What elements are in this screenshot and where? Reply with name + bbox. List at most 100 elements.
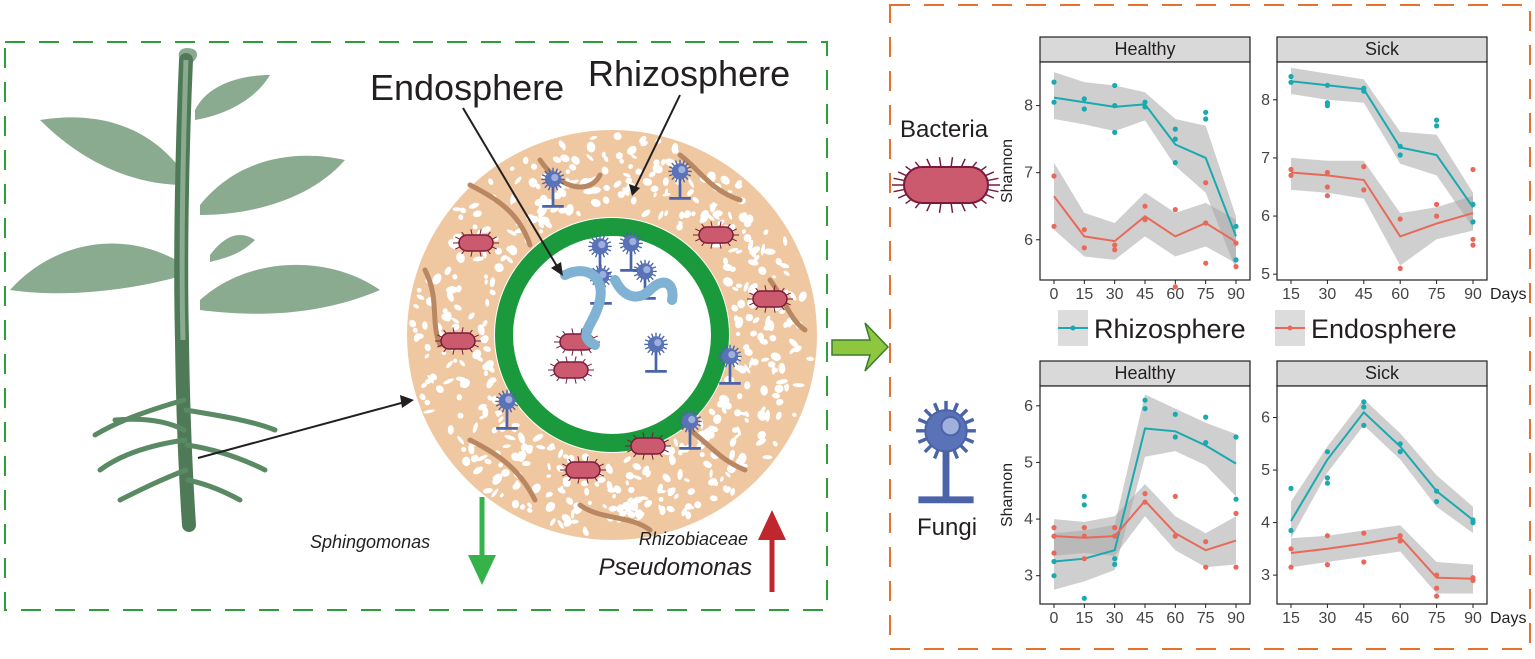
confidence-band-endosphere <box>1054 484 1236 568</box>
data-point-endosphere <box>1397 265 1403 271</box>
data-point-rhizosphere <box>1361 88 1367 94</box>
bacterium-icon-3 <box>435 327 481 355</box>
data-point-rhizosphere <box>1470 219 1476 225</box>
data-point-endosphere <box>1288 172 1294 178</box>
x-tick-label: 75 <box>1197 610 1215 627</box>
x-tick-label: 0 <box>1050 610 1059 627</box>
bacterium-icon <box>892 157 1000 213</box>
taxon-pseudomonas-label: Pseudomonas <box>599 554 752 581</box>
x-tick-label: 45 <box>1136 610 1154 627</box>
data-point-rhizosphere <box>1112 129 1118 135</box>
x-tick-label: 75 <box>1197 286 1215 303</box>
data-point-endosphere <box>1112 525 1118 531</box>
data-point-rhizosphere <box>1288 485 1294 491</box>
x-tick-label: 75 <box>1428 286 1446 303</box>
data-point-endosphere <box>1434 213 1440 219</box>
data-point-rhizosphere <box>1397 449 1403 455</box>
data-point-rhizosphere <box>1051 79 1057 85</box>
data-point-endosphere <box>1051 173 1057 179</box>
data-point-rhizosphere <box>1081 595 1087 601</box>
data-point-endosphere <box>1288 166 1294 173</box>
legend: Rhizosphere Endosphere <box>1058 310 1457 346</box>
x-tick-label: 90 <box>1227 610 1245 627</box>
data-point-endosphere <box>1112 247 1118 253</box>
data-point-endosphere <box>1361 559 1367 565</box>
data-point-endosphere <box>1434 585 1440 591</box>
data-point-rhizosphere <box>1324 480 1330 486</box>
fungus-icon-6 <box>644 332 668 373</box>
panel-header <box>1039 360 1251 387</box>
data-point-rhizosphere <box>1434 499 1440 505</box>
bacterium-icon-6 <box>625 432 671 460</box>
confidence-band-rhizosphere <box>1054 72 1236 270</box>
data-point-endosphere <box>1142 217 1148 223</box>
data-point-rhizosphere <box>1172 160 1178 166</box>
data-point-endosphere <box>1081 227 1087 233</box>
bacterium-icon-5 <box>548 356 594 384</box>
data-point-rhizosphere <box>1397 143 1403 149</box>
data-point-endosphere <box>1288 564 1294 570</box>
data-point-rhizosphere <box>1081 493 1087 499</box>
transition-arrow-icon <box>831 322 890 372</box>
data-point-endosphere <box>1434 201 1440 207</box>
x-tick-label: 45 <box>1355 610 1373 627</box>
y-tick-label: 7 <box>1024 165 1033 182</box>
y-tick-label: 6 <box>1261 208 1270 225</box>
panel-title: Sick <box>1365 39 1400 59</box>
plant-icon <box>10 48 380 532</box>
data-point-rhizosphere <box>1081 96 1087 102</box>
taxon-rhizobiaceae-label: Rhizobiaceae <box>639 529 748 549</box>
data-point-endosphere <box>1112 533 1118 539</box>
data-point-endosphere <box>1203 180 1209 186</box>
series-line-rhizosphere <box>1290 410 1474 522</box>
data-point-endosphere <box>1233 240 1239 246</box>
x-tick-label: 45 <box>1355 286 1373 303</box>
legend-endosphere-label: Endosphere <box>1311 314 1457 344</box>
data-point-endosphere <box>1361 187 1367 193</box>
data-point-rhizosphere <box>1397 441 1403 447</box>
legend-rhizosphere-label: Rhizosphere <box>1094 314 1246 344</box>
data-point-endosphere <box>1397 533 1403 539</box>
endosphere-pointer-arrowhead <box>551 262 563 276</box>
increase-arrow <box>758 510 786 592</box>
data-point-endosphere <box>1324 184 1330 190</box>
fungus-icon-7 <box>718 344 742 385</box>
series-line-rhizosphere <box>1290 80 1474 208</box>
data-point-endosphere <box>1203 220 1209 226</box>
worm-icon <box>560 266 678 350</box>
fungus-icon-0 <box>541 167 565 208</box>
panel-header <box>1276 36 1488 63</box>
x-tick-label: 90 <box>1227 286 1245 303</box>
rhizosphere-pointer-arrow <box>634 94 681 189</box>
data-point-endosphere <box>1233 564 1239 570</box>
data-point-rhizosphere <box>1172 411 1178 417</box>
data-point-rhizosphere <box>1142 99 1148 105</box>
data-point-endosphere <box>1288 546 1294 552</box>
bacterium-icon-2 <box>747 285 793 313</box>
data-point-endosphere <box>1324 193 1330 199</box>
data-point-rhizosphere <box>1203 109 1209 115</box>
fungus-icon-2 <box>588 234 612 275</box>
rhizosphere-pointer-arrowhead <box>629 184 640 196</box>
data-point-rhizosphere <box>1051 99 1057 105</box>
bacterium-icon-1 <box>693 221 739 249</box>
x-tick-label: 90 <box>1464 286 1482 303</box>
x-tick-label: 15 <box>1075 610 1093 627</box>
data-point-endosphere <box>1233 510 1239 516</box>
y-tick-label: 6 <box>1024 232 1033 249</box>
data-point-rhizosphere <box>1361 422 1367 428</box>
data-point-endosphere <box>1142 203 1148 209</box>
endosphere-pointer-arrow <box>462 107 559 269</box>
data-point-rhizosphere <box>1233 257 1239 263</box>
data-point-rhizosphere <box>1112 82 1118 89</box>
y-tick-label: 8 <box>1261 92 1270 109</box>
y-tick-label: 5 <box>1024 454 1033 471</box>
root-cortex-ring <box>495 218 729 452</box>
root-pointer-arrow <box>197 401 406 459</box>
data-point-endosphere <box>1112 242 1118 248</box>
confidence-band-endosphere <box>1291 157 1473 266</box>
